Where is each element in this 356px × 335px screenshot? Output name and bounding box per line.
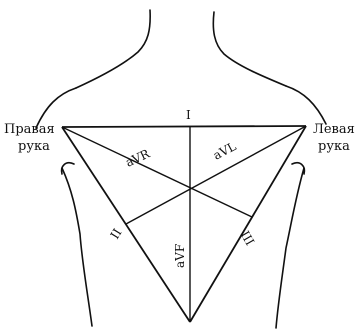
torso-outline [36, 10, 326, 328]
lead-I-line [62, 126, 306, 127]
augmented-leads [62, 126, 306, 322]
lead-aVL-line [126, 126, 306, 224]
left-arm-label-line2: рука [318, 139, 350, 154]
lead-III-line [190, 126, 306, 322]
right-arm-label-line2: рукa [18, 139, 50, 154]
neck-left-contour [76, 10, 150, 88]
right-shoulder-contour [286, 86, 326, 124]
neck-right-contour [213, 12, 286, 86]
right-arm-label-line1: Правая [4, 122, 55, 137]
lead-aVR-label: aVR [123, 146, 152, 170]
lead-III-label: III [238, 228, 257, 248]
lead-aVF-label: aVF [173, 244, 187, 268]
lead-aVL-label: aVL [211, 139, 239, 163]
lead-I-label: I [186, 108, 191, 122]
right-flank-contour [276, 168, 304, 328]
left-arm-label-line1: Левая [313, 122, 355, 137]
einthoven-triangle [62, 126, 306, 322]
lead-II-label: II [108, 226, 125, 242]
left-flank-contour [62, 168, 92, 326]
